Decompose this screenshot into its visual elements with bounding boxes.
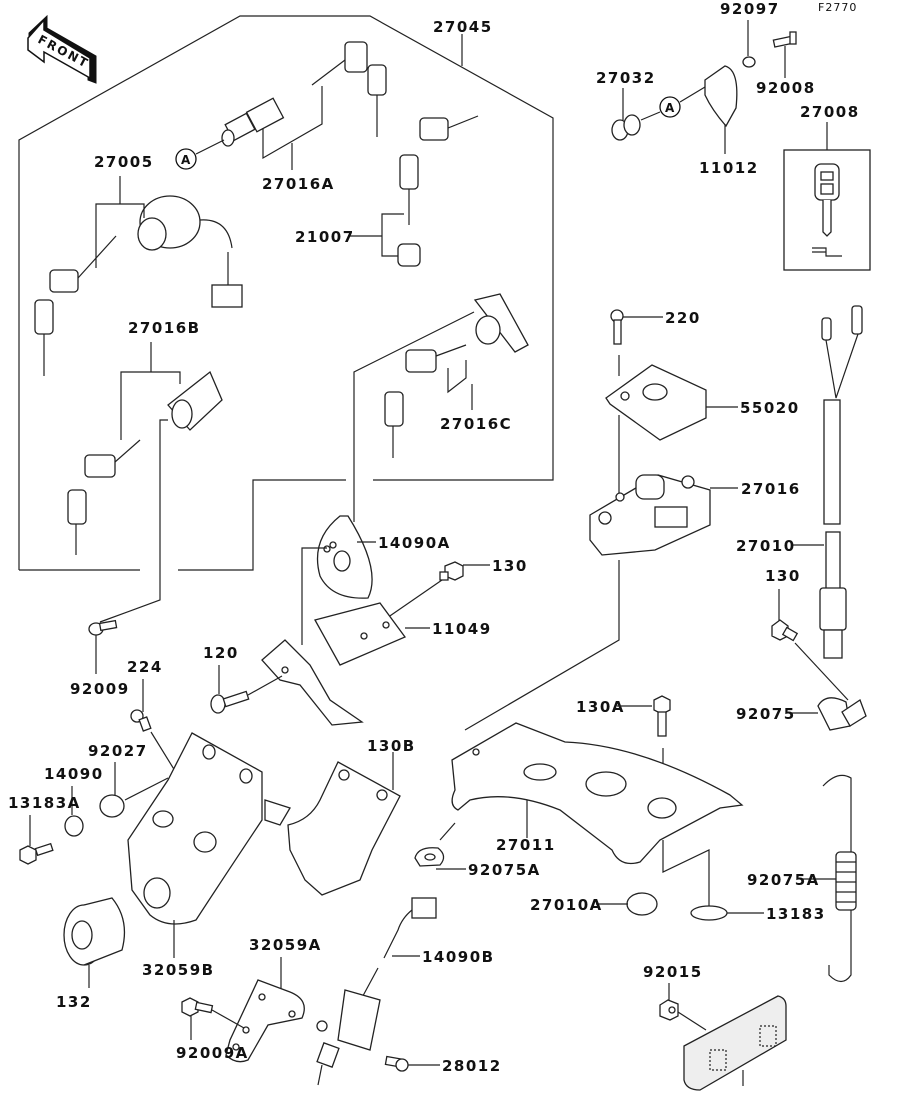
label-224: 224 bbox=[127, 658, 163, 676]
label-220: 220 bbox=[665, 309, 701, 327]
label-27016A: 27016A bbox=[262, 175, 335, 193]
bolt-92008 bbox=[772, 31, 797, 48]
label-21007: 21007 bbox=[295, 228, 355, 246]
label-32059A: 32059A bbox=[249, 936, 322, 954]
label-55020: 55020 bbox=[740, 399, 800, 417]
cover-plate-14090A bbox=[316, 515, 373, 599]
screw-92009 bbox=[88, 619, 118, 636]
label-92027: 14090 bbox=[44, 765, 104, 783]
label-92075: 92027 bbox=[88, 742, 148, 760]
screw-92009A bbox=[384, 1055, 409, 1072]
label-27016: 27016 bbox=[741, 480, 801, 498]
label-14090B: 132 bbox=[56, 993, 92, 1011]
ref-marker-a-left: A bbox=[175, 148, 197, 170]
reflector-28012 bbox=[683, 995, 787, 1091]
bracket-11049 bbox=[261, 602, 407, 726]
label-27010: 27010 bbox=[736, 537, 796, 555]
label-92009: 92009 bbox=[70, 680, 130, 698]
nut-92015 bbox=[659, 999, 679, 1021]
screw-224 bbox=[130, 709, 152, 732]
label-92097: 92097 bbox=[720, 0, 780, 18]
key-pair-27016A bbox=[311, 41, 387, 137]
label-27045: 27045 bbox=[433, 18, 493, 36]
clamp-32059 bbox=[817, 697, 867, 731]
bolt-132 bbox=[181, 997, 214, 1017]
screw-220 bbox=[610, 309, 624, 345]
key-set-outline bbox=[18, 15, 554, 571]
collar-92027 bbox=[64, 815, 84, 837]
bolt-130B bbox=[19, 842, 54, 865]
switch-27010A bbox=[316, 897, 437, 1086]
label-13183A: 92075A bbox=[468, 861, 541, 879]
label-14090: 130B bbox=[367, 737, 416, 755]
washer-13183 bbox=[690, 905, 728, 921]
switch-base-27016 bbox=[589, 474, 711, 556]
key-cylinder-27016B bbox=[167, 370, 223, 431]
label-11049: 11049 bbox=[432, 620, 492, 638]
label-120: 120 bbox=[203, 644, 239, 662]
bracket-11049A bbox=[451, 722, 744, 865]
ref-marker-a-right: A bbox=[659, 96, 681, 118]
label-11012: 11012 bbox=[699, 159, 759, 177]
key-cylinder-27016C bbox=[473, 293, 529, 353]
label-92009A: 28012 bbox=[442, 1057, 502, 1075]
label-13183: 13183 bbox=[766, 905, 826, 923]
ref-marker-a-text: A bbox=[181, 153, 191, 167]
grommet-92075A bbox=[626, 892, 658, 916]
washer-92097 bbox=[742, 56, 756, 68]
grommet-92075 bbox=[99, 794, 125, 818]
diagram-code: F2770 bbox=[818, 1, 857, 14]
label-92008: 92008 bbox=[756, 79, 816, 97]
front-arrow-icon: FRONT bbox=[27, 14, 97, 84]
key-pair-27016B bbox=[67, 439, 141, 555]
label-11049A: 27011 bbox=[496, 836, 556, 854]
clip-13183A bbox=[414, 847, 445, 867]
label-132: 92009A bbox=[176, 1044, 249, 1062]
label-27005: 27005 bbox=[94, 153, 154, 171]
ref-marker-a-text-2: A bbox=[665, 101, 675, 115]
label-14090A: 14090A bbox=[378, 534, 451, 552]
spring-27032 bbox=[611, 114, 641, 141]
bolt-120 bbox=[210, 690, 250, 714]
spring-27011 bbox=[822, 774, 857, 983]
label-130-right: 130 bbox=[765, 567, 801, 585]
label-27016C: 27016C bbox=[440, 415, 512, 433]
bolt-130-mid bbox=[439, 561, 464, 581]
lock-plate-11012 bbox=[704, 65, 738, 128]
cover-14090 bbox=[287, 761, 401, 896]
label-130B: 13183A bbox=[8, 794, 81, 812]
label-27011: 92075A bbox=[747, 871, 820, 889]
label-27032: 27032 bbox=[596, 69, 656, 87]
bracket-32059B bbox=[127, 732, 291, 925]
bolt-130A bbox=[653, 695, 671, 737]
label-92075A: 27010A bbox=[530, 896, 603, 914]
bracket-32059A bbox=[225, 979, 305, 1063]
label-27010A: 14090B bbox=[422, 948, 495, 966]
key-pair-27016C bbox=[384, 344, 467, 458]
plate-55020 bbox=[605, 364, 707, 441]
blank-key-box bbox=[783, 149, 871, 271]
label-32059: 92075 bbox=[736, 705, 796, 723]
key-cylinder-27016A bbox=[221, 97, 285, 147]
key-pair-27005 bbox=[34, 235, 117, 376]
boot-14090B bbox=[63, 897, 126, 966]
label-32059B: 32059B bbox=[142, 961, 215, 979]
blank-key-27008 bbox=[812, 163, 842, 257]
label-92015: 92015 bbox=[643, 963, 703, 981]
label-130A: 130A bbox=[576, 698, 625, 716]
cable-switch-27010 bbox=[819, 305, 863, 659]
label-27008: 27008 bbox=[800, 103, 860, 121]
label-27016B: 27016B bbox=[128, 319, 201, 337]
label-130-mid: 130 bbox=[492, 557, 528, 575]
ignition-switch-27005 bbox=[137, 195, 243, 308]
bolt-130-right bbox=[771, 619, 799, 642]
key-pair-21007 bbox=[397, 115, 479, 267]
